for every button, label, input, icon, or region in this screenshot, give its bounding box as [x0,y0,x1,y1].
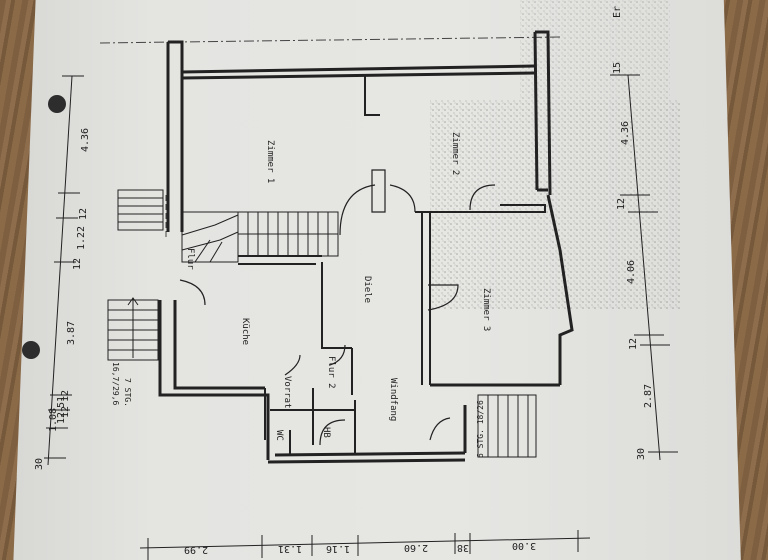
dim-right-5: 2.87 [643,383,654,408]
dim-right-3: 4.06 [626,259,637,284]
dimension-line-bottom [139,530,591,560]
dim-right-6: 30 [636,447,647,460]
corner-mark: Er [612,5,623,18]
room-label-hb: HB [321,427,331,438]
interior-walls [238,75,546,455]
copy-noise-top [520,0,670,100]
stairs-entry-note: 6 STG. 18/26 [476,400,485,458]
room-label-flur: Flur [185,248,195,270]
dim-bottom-4: 38 [457,542,470,553]
dim-left-1: 12 [78,207,89,220]
dim-left-10: 30 [34,457,45,470]
room-label-wc: WC [274,430,284,441]
room-label-vorrat: Vorrat [282,376,292,409]
stairs-left-ratio: 16,7/29,6 [111,362,120,406]
dimension-line-left [44,75,84,466]
door-swings [179,169,496,446]
dim-left-4: 3.87 [66,320,77,345]
stairs-left-count: 7 STG. [123,378,132,407]
dim-right-1: 4.36 [620,120,631,145]
outer-walls [158,30,574,464]
dim-left-9: 12 [60,405,71,418]
dim-bottom-1: 1.31 [278,543,303,554]
dim-bottom-3: 2.60 [404,542,429,553]
room-label-windfang: Windfang [388,378,398,422]
punch-hole-bottom [22,341,40,359]
room-label-zimmer2: Zimmer 2 [450,132,460,176]
room-label-diele: Diele [362,276,372,304]
room-label-kueche: Küche [240,318,250,346]
dim-bottom-0: 2.99 [184,544,209,555]
dim-right-2: 12 [616,197,627,210]
stairs-left-outer [107,189,164,361]
dim-left-0: 4.36 [80,127,91,152]
dim-right-4: 12 [628,337,639,350]
dim-left-3: 12 [72,257,83,270]
room-label-zimmer1: Zimmer 1 [265,140,275,184]
dim-left-2: 1.22 [76,225,87,250]
dim-bottom-5: 3.00 [512,540,537,551]
dim-right-0: 15 [612,61,623,74]
room-label-flur2: Flur 2 [326,356,336,389]
stairs-upper [181,211,339,263]
dim-bottom-2: 1.16 [326,543,351,554]
punch-hole-top [48,95,66,113]
dimension-line-right [610,74,678,461]
copy-noise-region [430,100,680,310]
stairs-entry [477,394,537,458]
room-label-zimmer3: Zimmer 3 [481,288,491,332]
